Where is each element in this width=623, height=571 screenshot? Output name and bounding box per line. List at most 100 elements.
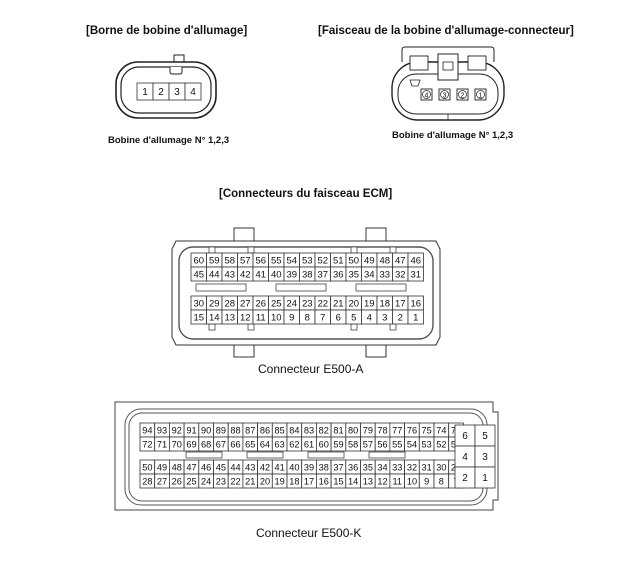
svg-text:43: 43 [224, 269, 235, 280]
pin-k-25: 25 [183, 473, 200, 489]
pin-a-28: 28 [221, 295, 238, 311]
pin-a-38: 38 [299, 266, 316, 282]
svg-text:59: 59 [209, 255, 220, 266]
pin-a-35: 35 [345, 266, 362, 282]
svg-text:35: 35 [348, 269, 359, 280]
svg-text:9: 9 [424, 476, 429, 486]
svg-text:22: 22 [317, 298, 328, 309]
pin-a-51: 51 [330, 252, 347, 268]
connector-k-caption: Connecteur E500-K [256, 526, 362, 540]
svg-text:3: 3 [174, 87, 180, 98]
pin-k-86: 86 [257, 422, 273, 438]
latch-tab [208, 246, 216, 254]
pin-k-14: 14 [345, 473, 361, 489]
svg-text:70: 70 [172, 439, 182, 449]
svg-text:10: 10 [407, 476, 417, 486]
pin-k-10: 10 [404, 473, 420, 489]
pin-4: 4 [184, 82, 202, 101]
pin-a-16: 16 [407, 295, 424, 311]
svg-text:93: 93 [157, 425, 167, 435]
key-slot [275, 283, 327, 292]
pin-k-50: 50 [139, 459, 156, 475]
latch-tab [247, 246, 255, 254]
svg-text:69: 69 [186, 439, 196, 449]
pin-a-42: 42 [237, 266, 254, 282]
svg-text:2: 2 [398, 312, 403, 323]
svg-text:67: 67 [216, 439, 226, 449]
pin-k-side-6: 6 [454, 424, 476, 447]
svg-text:86: 86 [260, 425, 270, 435]
pin-k-64: 64 [257, 436, 273, 452]
svg-text:1: 1 [479, 92, 483, 99]
pin-k-17: 17 [301, 473, 317, 489]
svg-text:17: 17 [304, 476, 314, 486]
pin-k-57: 57 [360, 436, 376, 452]
svg-text:40: 40 [289, 462, 299, 472]
svg-text:32: 32 [407, 462, 417, 472]
svg-text:19: 19 [275, 476, 285, 486]
pin-k-62: 62 [286, 436, 303, 452]
svg-text:38: 38 [302, 269, 313, 280]
pin-k-60: 60 [315, 436, 332, 452]
svg-text:3: 3 [382, 312, 387, 323]
pin-k-49: 49 [154, 459, 170, 475]
svg-text:47: 47 [186, 462, 196, 472]
svg-text:46: 46 [410, 255, 421, 266]
pin-k-55: 55 [389, 436, 405, 452]
latch-tab [350, 246, 358, 254]
pin-k-91: 91 [183, 422, 200, 438]
pin-a-55: 55 [268, 252, 285, 268]
pin-k-side-1: 1 [474, 466, 496, 489]
svg-text:39: 39 [286, 269, 297, 280]
pin-k-side-2: 2 [454, 466, 476, 489]
svg-text:33: 33 [379, 269, 390, 280]
pin-a-11: 11 [252, 309, 269, 325]
pin-a-54: 54 [283, 252, 300, 268]
coil-harness-caption: Bobine d'allumage N° 1,2,3 [392, 130, 514, 141]
pin-a-14: 14 [206, 309, 223, 325]
svg-text:81: 81 [333, 425, 343, 435]
svg-text:80: 80 [348, 425, 358, 435]
pin-a-9: 9 [283, 309, 300, 325]
pin-k-65: 65 [242, 436, 258, 452]
svg-text:49: 49 [364, 255, 375, 266]
svg-text:53: 53 [302, 255, 313, 266]
svg-text:10: 10 [271, 312, 282, 323]
coil-terminal-title: [Borne de bobine d'allumage] [86, 25, 248, 37]
svg-text:18: 18 [379, 298, 390, 309]
pin-a-27: 27 [237, 295, 254, 311]
pin-a-43: 43 [221, 266, 238, 282]
svg-text:9: 9 [289, 312, 294, 323]
svg-text:37: 37 [333, 462, 343, 472]
svg-text:1: 1 [142, 87, 148, 98]
pin-1: 1 [136, 82, 154, 101]
svg-text:20: 20 [348, 298, 359, 309]
svg-text:11: 11 [392, 476, 402, 486]
svg-text:25: 25 [271, 298, 282, 309]
svg-text:54: 54 [407, 439, 417, 449]
pin-k-81: 81 [330, 422, 347, 438]
pin-a-13: 13 [221, 309, 238, 325]
pin-a-15: 15 [190, 309, 207, 325]
pin-k-39: 39 [301, 459, 317, 475]
pin-k-side-3: 3 [474, 445, 496, 468]
svg-text:2: 2 [462, 473, 468, 484]
pin-k-80: 80 [345, 422, 361, 438]
pin-a-8: 8 [299, 309, 316, 325]
svg-text:14: 14 [209, 312, 220, 323]
svg-text:37: 37 [317, 269, 328, 280]
svg-text:6: 6 [462, 431, 468, 442]
pin-a-12: 12 [237, 309, 254, 325]
pin-k-11: 11 [389, 473, 405, 489]
pin-k-37: 37 [330, 459, 347, 475]
pin-a-52: 52 [314, 252, 331, 268]
pin-a-2: 2 [392, 309, 409, 325]
pin-k-33: 33 [389, 459, 405, 475]
pin-k-46: 46 [198, 459, 214, 475]
pin-k-88: 88 [227, 422, 244, 438]
svg-text:91: 91 [186, 425, 196, 435]
pin-a-10: 10 [268, 309, 285, 325]
svg-text:25: 25 [186, 476, 196, 486]
